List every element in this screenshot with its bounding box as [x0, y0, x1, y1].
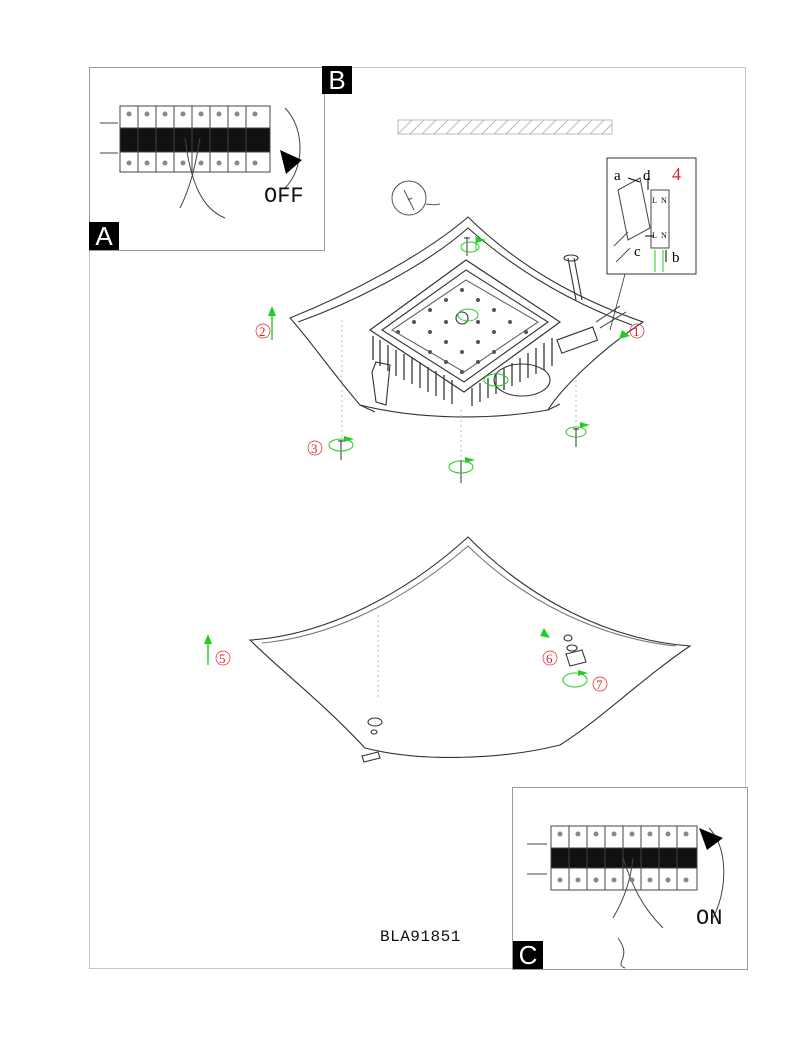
wiring-label-d: d [643, 168, 651, 184]
mounting-base-plate [289, 216, 645, 418]
step-numbers: 1 2 3 5 6 7 [215, 323, 645, 692]
step-markers-green [328, 241, 588, 688]
breaker-on-inset: ON [512, 787, 748, 970]
off-state-label: OFF [264, 184, 304, 209]
terminal-n-bottom: N [661, 231, 667, 240]
on-state-label: ON [696, 906, 723, 931]
glass-diffuser [248, 536, 692, 763]
wiring-step-4-number: 4 [672, 164, 681, 184]
step-7-number: 7 [596, 677, 603, 692]
ceiling-hatch [397, 119, 613, 135]
model-code: BLA91851 [380, 928, 461, 946]
step-6-number: 6 [546, 651, 553, 666]
step-1-number: 1 [633, 324, 640, 339]
inset-letter-c: C [513, 941, 543, 969]
flag-arrow-icons [344, 236, 630, 676]
wiring-label-b: b [672, 250, 680, 266]
wiring-label-c: c [634, 244, 641, 260]
step-2-number: 2 [259, 324, 266, 339]
inset-letter-b: B [322, 66, 352, 94]
breaker-panel-on-illustration [527, 825, 725, 969]
inset-letter-a: A [89, 222, 119, 250]
page-frame [89, 67, 746, 969]
terminal-l-top: L [652, 196, 657, 205]
terminal-n-top: N [661, 196, 667, 205]
wiring-detail: a d c b L N L N 4 [606, 157, 697, 331]
screwdriver-icon [391, 180, 441, 216]
fixing-screws [338, 237, 579, 483]
terminal-l-bottom: L [652, 231, 657, 240]
switch-direction-arrow-icon [699, 828, 723, 850]
breaker-off-inset: OFF [89, 67, 325, 251]
lift-arrow-icons [207, 312, 273, 665]
wiring-label-a: a [614, 168, 621, 184]
breaker-panel-off-illustration [100, 105, 302, 219]
switch-direction-arrow-icon [280, 150, 302, 174]
step-3-number: 3 [311, 441, 318, 456]
step-5-number: 5 [219, 651, 226, 666]
